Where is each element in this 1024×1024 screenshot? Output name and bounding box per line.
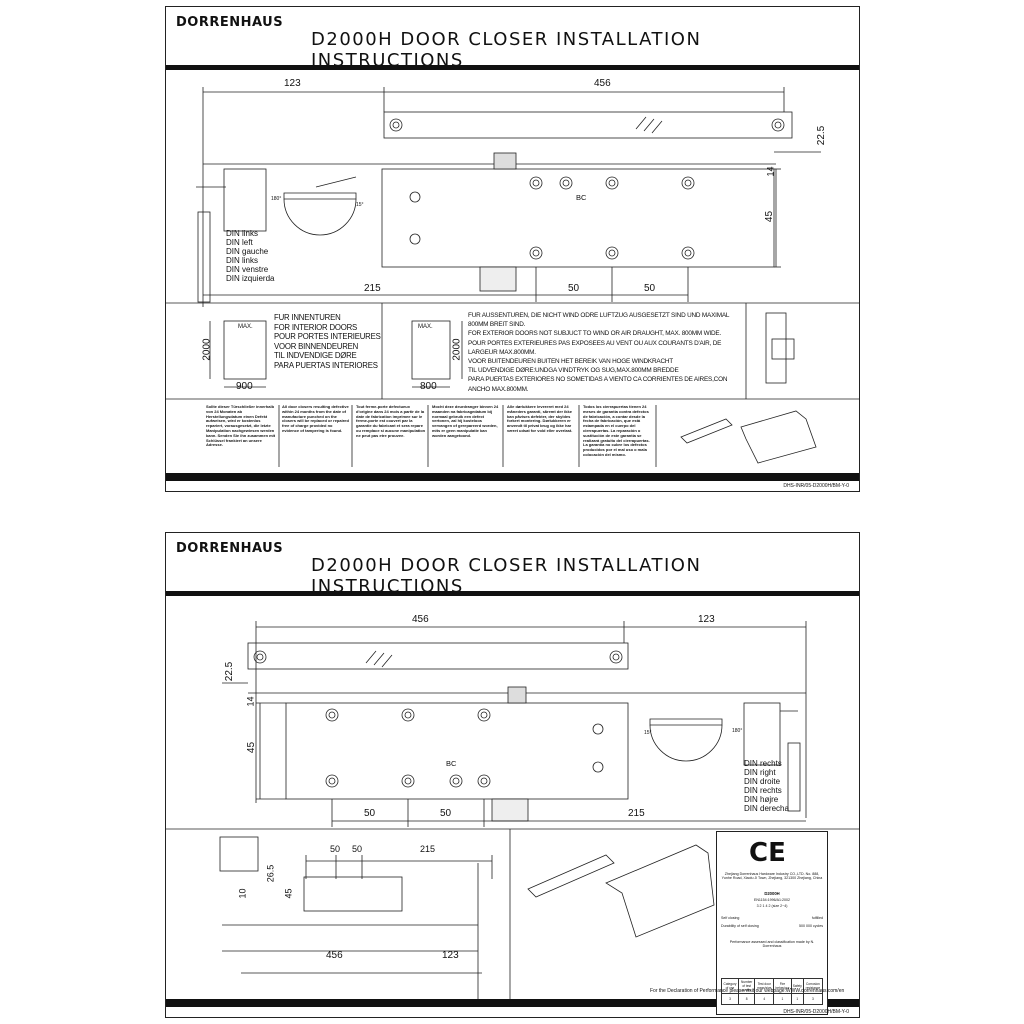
dim-top-right: 456 [594, 78, 611, 89]
warranty-en: All door closers resulting defective wit… [282, 405, 349, 433]
brand-logo: DORRENHAUS [176, 15, 284, 30]
angle-b: 15° [356, 202, 364, 208]
lower-dim-b1: 456 [326, 950, 343, 961]
interior-max: MAX. [238, 324, 253, 330]
declaration-link-text: For the Declaration of Performance pleas… [650, 988, 845, 994]
dim-body-top: 14 [765, 166, 776, 177]
dim-bottom-mid1: 50 [568, 283, 580, 294]
angle-b: 15° [644, 730, 652, 736]
exterior-doors-text: FUR AUSSENTUREN, DIE NICHT WIND ODRE LUF… [468, 312, 730, 393]
bc-label: BC [576, 193, 587, 202]
lower-dim-2: 50 [352, 844, 363, 854]
document-code: DHS-INR/05-D2000H/BM-Y-0 [783, 1009, 849, 1015]
lower-dim-v1: 26.5 [265, 864, 276, 883]
dim-bottom-right: 215 [628, 808, 645, 819]
warranty-fr: Tout ferme-porte defectueux d'origine da… [356, 405, 426, 438]
dim-bottom-mid2: 50 [644, 283, 656, 294]
dim-body-top: 14 [245, 696, 256, 707]
lower-dim-v3: 10 [237, 888, 248, 899]
dim-top-left: 123 [284, 78, 301, 89]
document-code: DHS-INR/05-D2000H/BM-Y-0 [783, 483, 849, 489]
exterior-width: 800 [420, 381, 437, 392]
dim-top-left: 456 [412, 614, 429, 625]
dim-arm-offset: 22.5 [224, 661, 236, 682]
brand-logo: DORRENHAUS [176, 541, 284, 556]
instruction-sheet-right-hand: DORRENHAUS D2000H DOOR CLOSER INSTALLATI… [165, 532, 860, 1018]
installation-drawing [166, 87, 859, 481]
dim-arm-offset: 22.5 [816, 125, 828, 146]
lower-dim-3: 215 [420, 844, 436, 854]
ce-pass-2: 500 000 cycles [799, 924, 823, 928]
ce-model: D2000H [764, 891, 780, 896]
dim-bottom-left: 215 [364, 283, 381, 294]
ce-company: Zhejiang Dorrenhaus Hardware Industry CO… [721, 872, 823, 881]
angle-a: 180° [271, 196, 282, 202]
interior-height: 2000 [201, 338, 213, 361]
ce-class: 3 2 1 4 2 (size 2~4) [756, 904, 788, 908]
warranty-de: Sollte dieser Türschließer innerhalb von… [206, 405, 276, 448]
dim-bottom-mid1: 50 [364, 808, 376, 819]
ce-mark: CE [749, 838, 786, 868]
bc-label: BC [446, 759, 457, 768]
dim-bottom-mid2: 50 [440, 808, 452, 819]
ce-standard: EN1154:1996/A1:2002 [753, 898, 791, 902]
lower-dim-v2: 45 [283, 888, 294, 899]
warranty-es: Todos los cierrapuertas tienen 24 meses … [583, 405, 650, 457]
lower-dim-b2: 123 [442, 950, 459, 961]
interior-width: 900 [236, 381, 253, 392]
header-rule [166, 591, 859, 596]
warranty-nl: Mocht deze deurdranger binnen 24 maanden… [432, 405, 499, 438]
instruction-sheet-left-hand: DORRENHAUS D2000H DOOR CLOSER INSTALLATI… [165, 6, 860, 492]
ce-pass-1: fulfilled [811, 916, 823, 920]
installation-drawing [166, 621, 859, 1007]
warranty-dk: Alle dørlukkere levereret med 24 måneder… [507, 405, 573, 433]
angle-a: 180° [732, 728, 743, 734]
ce-declaration-label: CE Zhejiang Dorrenhaus Hardware Industry… [716, 831, 828, 1015]
lower-dim-1: 50 [330, 844, 341, 854]
ce-perf-2: Durability of self closing [721, 924, 759, 928]
exterior-height: 2000 [451, 338, 463, 361]
dim-body-height: 45 [246, 741, 258, 754]
header-rule [166, 65, 859, 70]
exterior-max: MAX. [418, 324, 433, 330]
ce-perf-1: Self closing [721, 916, 740, 920]
dim-body-height: 45 [764, 210, 776, 223]
dim-top-right: 123 [698, 614, 715, 625]
ce-note: Performance assessed and classification … [729, 940, 815, 949]
